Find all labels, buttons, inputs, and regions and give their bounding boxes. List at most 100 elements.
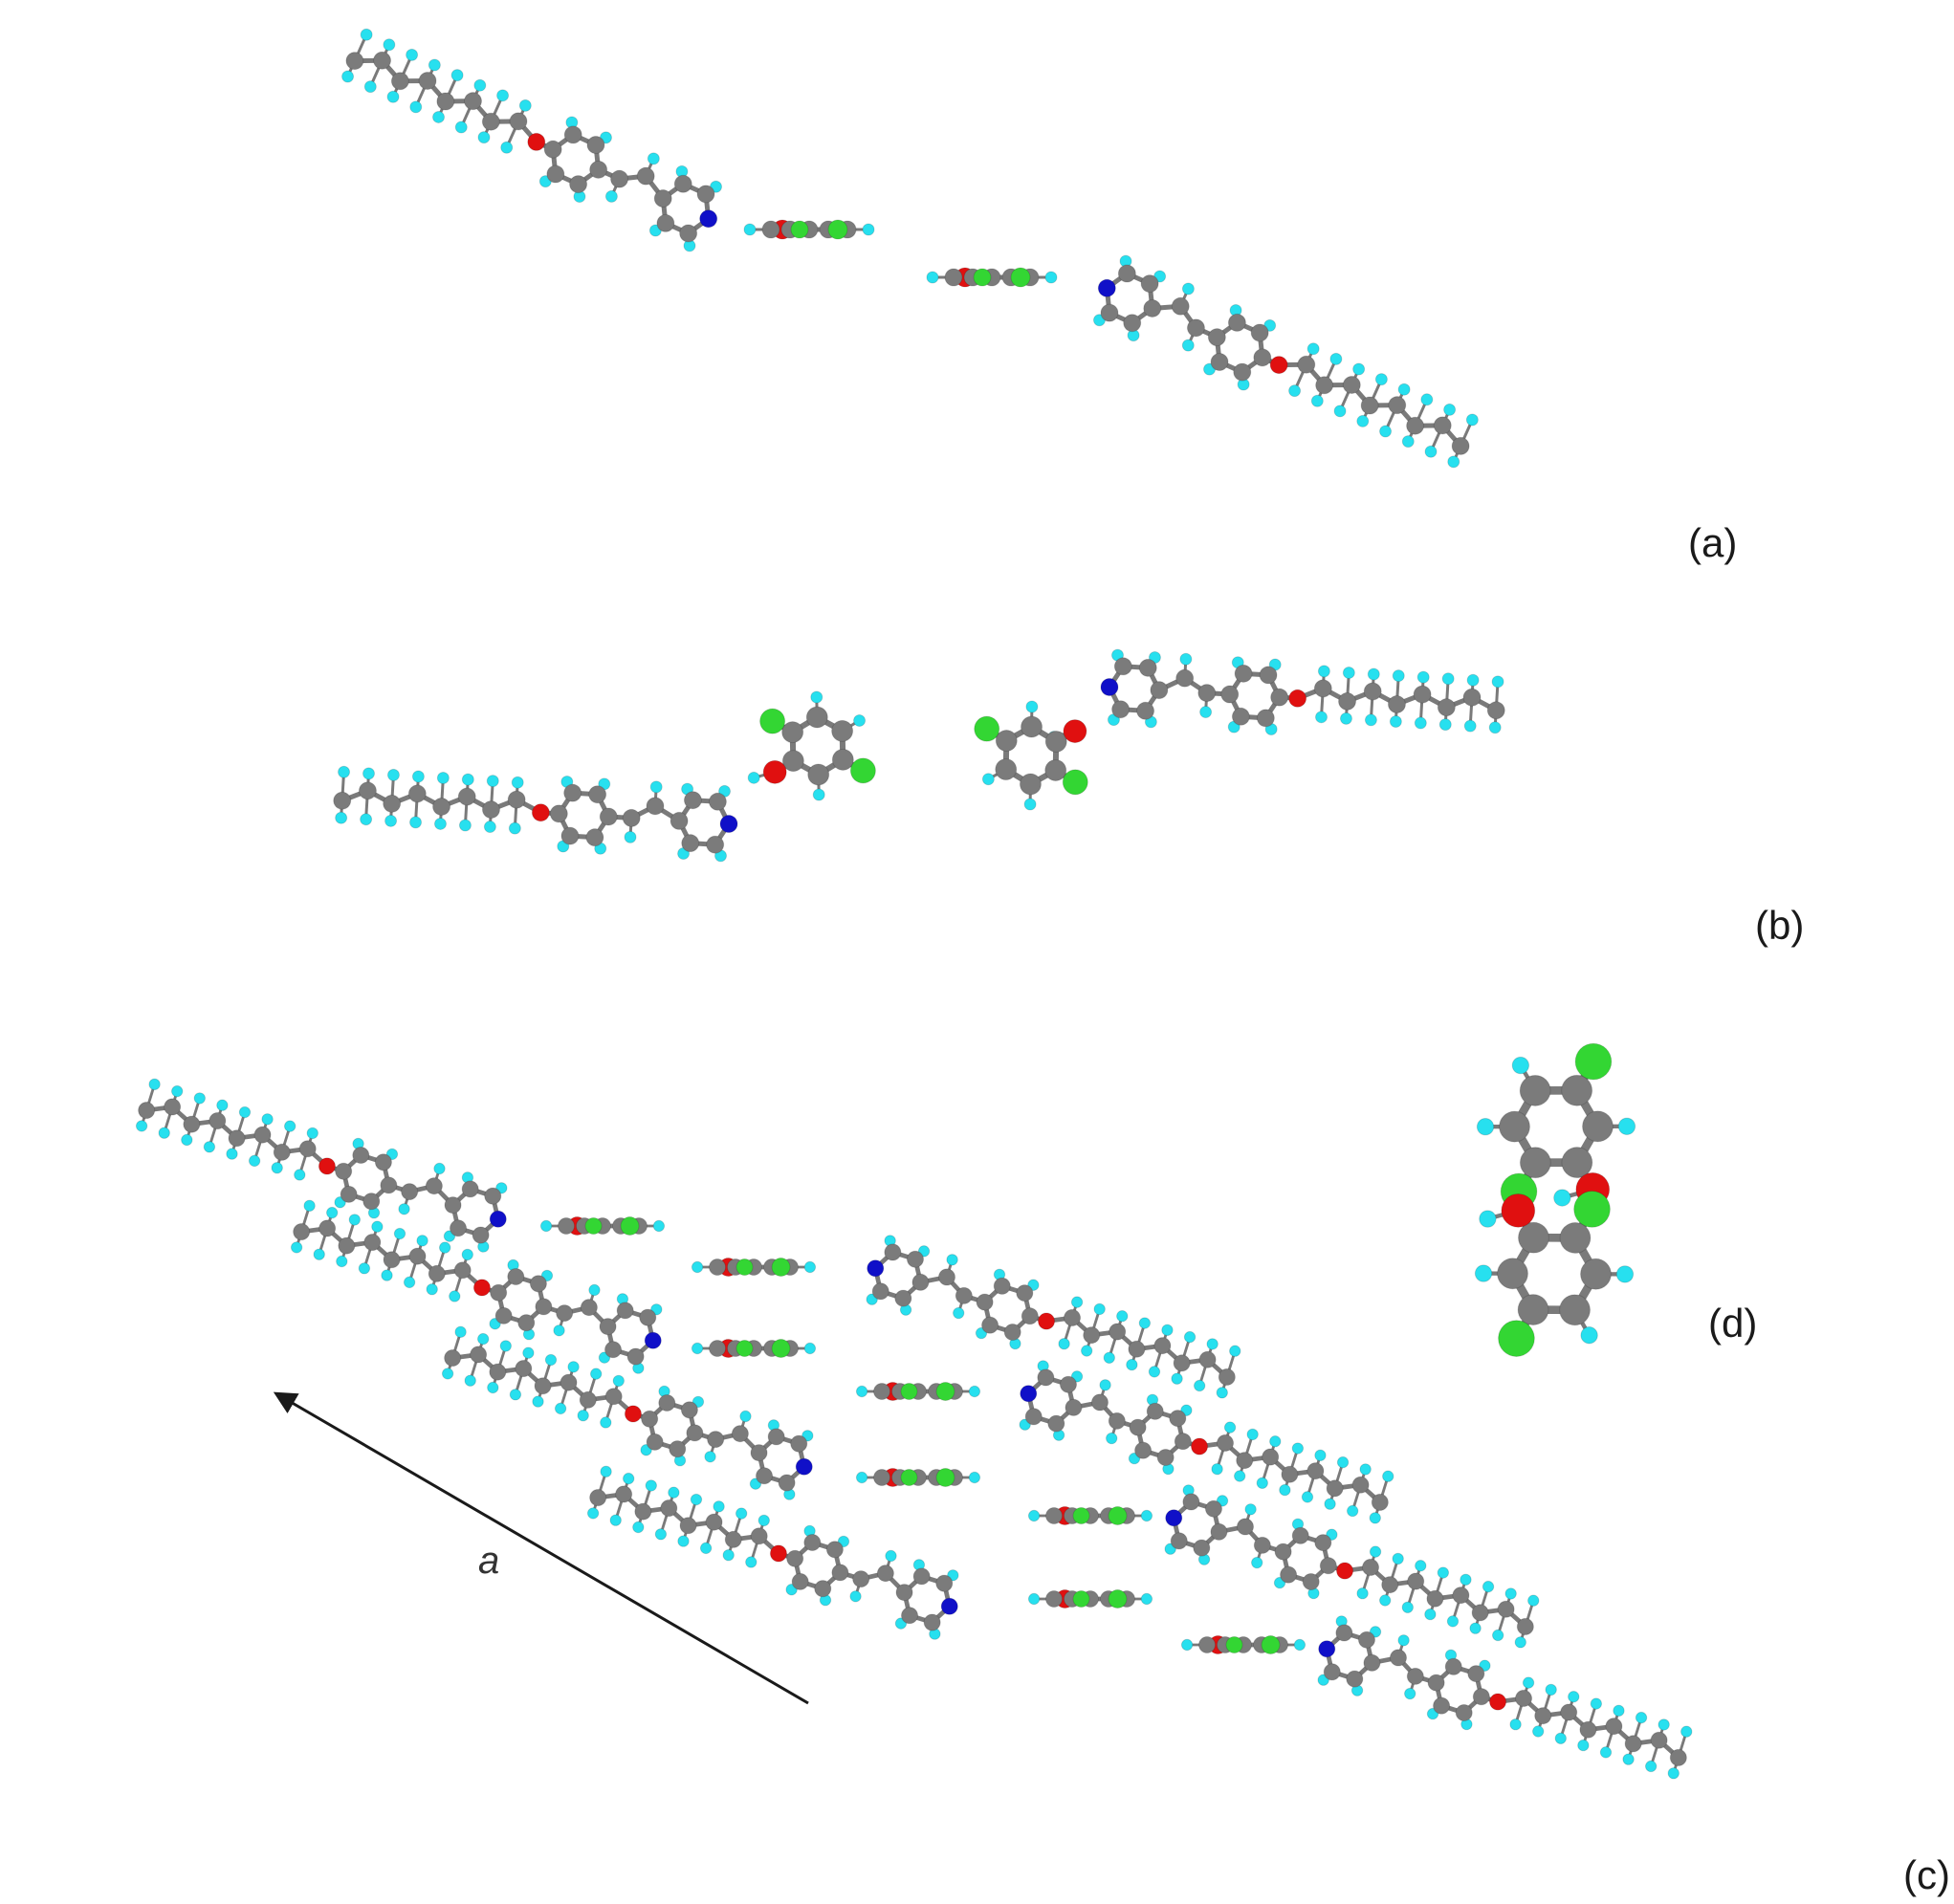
hydrogen-atom xyxy=(1099,1379,1111,1391)
hydrogen-atom xyxy=(436,772,450,785)
hydrogen-atom xyxy=(690,1493,703,1506)
hydrogen-atom xyxy=(532,1395,544,1408)
carbon-atom xyxy=(778,1474,796,1492)
hydrogen-atom xyxy=(135,1120,148,1132)
hydrogen-atom xyxy=(449,1290,461,1302)
hydrogen-atom xyxy=(1171,1372,1183,1385)
hydrogen-atom xyxy=(1527,1594,1540,1607)
hydrogen-atom xyxy=(1577,1739,1590,1752)
carbon-atom xyxy=(791,1572,809,1590)
chlorine-atom xyxy=(935,1382,955,1401)
hydrogen-atom xyxy=(1291,1442,1305,1455)
hydrogen-atom xyxy=(1504,1587,1517,1600)
carbon-atom xyxy=(183,1115,201,1133)
carbon-atom xyxy=(1270,688,1289,707)
hydrogen-atom xyxy=(1359,1463,1372,1476)
hydrogen-atom xyxy=(1183,1330,1197,1344)
carbon-atom xyxy=(1444,1657,1462,1675)
chlorine-atom xyxy=(900,1382,918,1401)
hydrogen-atom xyxy=(386,90,400,103)
panel-b: (b) xyxy=(333,648,1804,948)
hydrogen-atom xyxy=(968,1471,981,1484)
hydrogen-atom xyxy=(1256,1477,1268,1489)
carbon-atom xyxy=(1517,1294,1549,1325)
carbon-atom xyxy=(660,1499,678,1518)
carbon-atom xyxy=(1234,664,1253,683)
carbon-atom xyxy=(484,1187,502,1205)
hydrogen-atom xyxy=(1301,1491,1314,1503)
oxygen-atom xyxy=(762,759,787,784)
hydrogen-atom xyxy=(691,1260,704,1274)
carbon-atom xyxy=(557,1216,576,1236)
oxygen-atom xyxy=(1288,689,1307,708)
carbon-atom xyxy=(494,1306,513,1324)
carbon-atom xyxy=(1297,355,1316,374)
hydrogen-atom xyxy=(1382,1470,1394,1482)
carbon-atom xyxy=(472,1226,490,1244)
carbon-atom xyxy=(1117,264,1136,283)
carbon-atom xyxy=(641,1410,659,1428)
carbon-atom xyxy=(1193,1539,1211,1557)
hydrogen-atom xyxy=(588,1283,601,1297)
nitrogen-atom xyxy=(644,1331,662,1349)
carbon-atom xyxy=(912,1567,931,1586)
carbon-atom xyxy=(481,800,500,820)
carbon-atom xyxy=(616,1302,634,1320)
carbon-atom xyxy=(273,1143,291,1161)
carbon-atom xyxy=(428,1264,446,1282)
carbon-atom xyxy=(1233,362,1252,382)
carbon-atom xyxy=(1306,1462,1325,1480)
carbon-atom xyxy=(1274,1543,1292,1561)
carbon-atom xyxy=(1123,314,1142,333)
nitrogen-atom xyxy=(699,209,718,229)
carbon-atom xyxy=(1467,1665,1485,1683)
carbon-atom xyxy=(453,1261,472,1280)
carbon-atom xyxy=(463,92,482,111)
carbon-atom xyxy=(803,1533,822,1552)
chlorine-atom xyxy=(1574,1042,1613,1081)
carbon-atom xyxy=(449,1219,468,1237)
carbon-atom xyxy=(955,1286,973,1304)
carbon-atom xyxy=(673,174,692,193)
hydrogen-atom xyxy=(303,1199,316,1213)
hydrogen-atom xyxy=(589,1368,603,1380)
carbon-atom xyxy=(1346,1670,1364,1688)
carbon-atom xyxy=(401,1183,419,1201)
hydrogen-atom xyxy=(1093,1302,1106,1316)
carbon-atom xyxy=(1302,1572,1320,1591)
carbon-atom xyxy=(1559,1294,1591,1326)
hydrogen-atom xyxy=(1339,711,1352,725)
hydrogen-atom xyxy=(338,765,351,778)
carbon-atom xyxy=(209,1112,227,1130)
hydrogen-atom xyxy=(1465,413,1479,427)
hydrogen-atom xyxy=(1356,1587,1369,1600)
carbon-atom xyxy=(884,1243,902,1261)
hydrogen-atom xyxy=(1244,1503,1257,1516)
hydrogen-atom xyxy=(454,120,468,134)
hydrogen-atom xyxy=(1441,672,1455,686)
hydrogen-atom xyxy=(853,713,867,727)
hydrogen-atom xyxy=(1306,342,1320,356)
hydrogen-atom xyxy=(1488,721,1502,734)
carbon-atom xyxy=(1455,1703,1473,1722)
panel-a: (a) xyxy=(341,28,1737,565)
hydrogen-atom xyxy=(1317,665,1330,678)
carbon-atom xyxy=(1387,695,1406,714)
carbon-atom xyxy=(1128,1340,1146,1358)
carbon-atom xyxy=(610,169,629,188)
hydrogen-atom xyxy=(803,1342,817,1355)
hydrogen-atom xyxy=(1568,1691,1580,1703)
carbon-atom xyxy=(1044,730,1067,753)
oxygen-atom xyxy=(769,1544,787,1563)
hydrogen-atom xyxy=(1233,1470,1246,1482)
carbon-atom xyxy=(1174,1433,1192,1451)
hydrogen-atom xyxy=(1680,1725,1693,1738)
panel-a-cocrystal-right xyxy=(926,267,1058,288)
hydrogen-atom xyxy=(193,1092,206,1105)
hydrogen-atom xyxy=(1314,1449,1327,1462)
carbon-atom xyxy=(1204,1499,1223,1518)
hydrogen-atom xyxy=(148,1078,161,1091)
hydrogen-atom xyxy=(1356,414,1370,427)
carbon-atom xyxy=(911,1273,930,1291)
hydrogen-atom xyxy=(290,1241,303,1254)
